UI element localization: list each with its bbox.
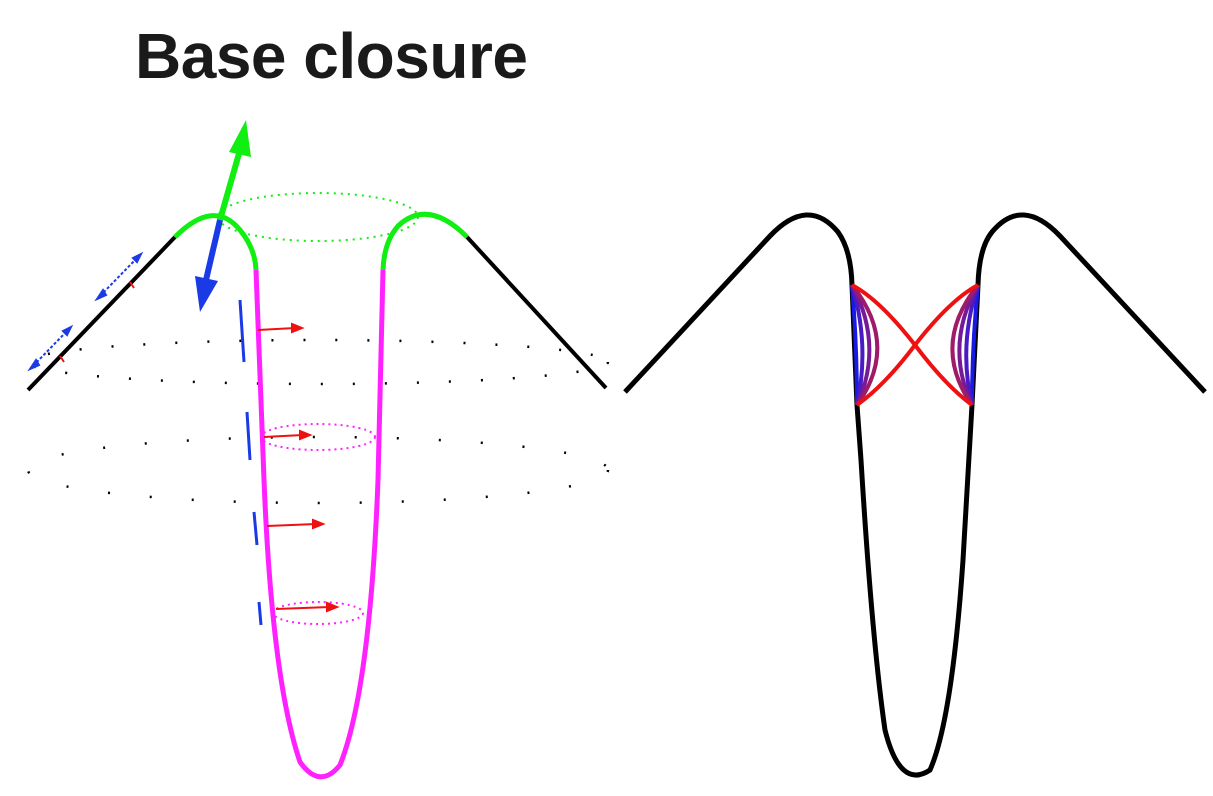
closure-curve-right-4 <box>950 283 980 407</box>
force-arrow <box>257 327 296 331</box>
diagram-title: Base closure <box>135 20 528 92</box>
force-arrow-head <box>312 518 326 530</box>
rim-arc-right <box>380 211 469 271</box>
closure-curve-right-1 <box>970 284 980 406</box>
normal-arrow-up-shaft <box>217 149 243 221</box>
force-arrow <box>266 523 317 527</box>
normal-arrow-down-head <box>195 276 218 312</box>
membrane-profile <box>623 212 1207 778</box>
force-arrow <box>275 606 331 610</box>
closure-curve-left-3 <box>850 284 872 406</box>
rim-ring <box>217 192 419 242</box>
membrane-3d-diagram <box>26 120 610 780</box>
cone-side-right <box>465 235 608 390</box>
outer-ring-upper <box>26 338 610 386</box>
left-diagram-panel <box>26 120 610 780</box>
outer-ring-lower <box>26 435 610 505</box>
force-arrow-head <box>291 322 305 334</box>
closure-curve-left-1 <box>850 284 859 406</box>
right-diagram-panel <box>620 0 1213 796</box>
closure-stages <box>850 283 980 407</box>
force-arrow-head <box>299 429 313 441</box>
invagination-tube <box>253 269 386 780</box>
closure-curve-left-2 <box>850 284 865 406</box>
tangent-marks <box>238 299 263 626</box>
cone-red-marks <box>59 281 135 363</box>
force-arrow-head <box>326 601 340 613</box>
tube-ring-upper <box>260 423 376 451</box>
closure-curve-right-2 <box>964 284 980 406</box>
tube-ring-lower <box>272 601 364 625</box>
normal-arrow-down-shaft <box>203 219 223 281</box>
rim-arc-left <box>173 213 259 271</box>
cone-side-left <box>26 235 177 392</box>
closure-curve-left-4 <box>850 283 880 407</box>
cone-tangent-arrows <box>27 251 144 372</box>
normal-arrow-up-head <box>229 120 251 157</box>
force-arrows <box>257 322 340 613</box>
closure-curve-right-3 <box>957 284 980 406</box>
closure-final-cross-b <box>855 283 979 407</box>
closure-profile-diagram <box>623 212 1207 778</box>
force-arrow <box>263 434 304 438</box>
